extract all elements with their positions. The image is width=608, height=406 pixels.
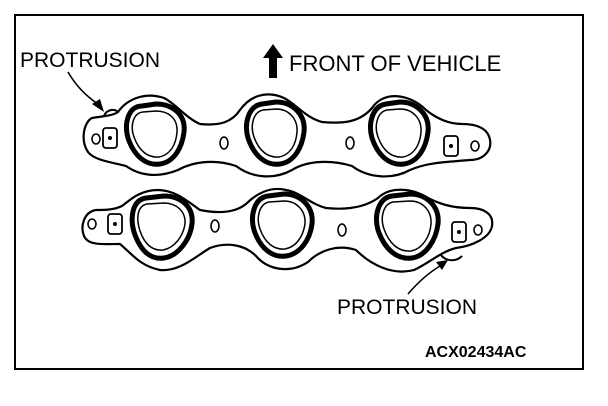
lower-bolt-hole-mid1 [210,219,220,233]
figure-frame [14,14,584,370]
protrusion-label-bottom: PROTRUSION [337,296,478,319]
lower-gasket [81,187,494,273]
front-of-vehicle-label: FRONT OF VEHICLE [289,51,502,76]
upper-bolt-hole-right [470,140,480,152]
upper-bolt-hole-mid2 [345,136,355,150]
protrusion-label-top: PROTRUSION [20,49,161,72]
upper-port-2 [244,99,307,167]
up-arrow-icon [263,44,283,78]
lower-port-1 [129,193,195,261]
leader-arrowhead-top [92,99,104,112]
lower-bolt-hole-left [87,218,97,230]
lower-port-2 [250,191,315,259]
leader-line-bottom [407,265,441,295]
leader-line-top [67,71,99,105]
upper-port-1 [124,101,187,167]
leader-arrowhead-bottom [436,260,448,270]
lower-bolt-hole-right [473,224,483,236]
upper-protrusion [103,108,119,117]
upper-gasket [82,93,492,178]
figure-code: ACX02434AC [425,344,527,361]
lower-protrusion [439,253,463,262]
upper-bolt-hole-left [91,133,101,145]
upper-bolt-hole-mid1 [219,136,229,150]
lower-port-3 [374,191,441,261]
upper-port-3 [368,99,431,167]
leader-lines [67,71,448,295]
lower-bolt-hole-mid2 [337,223,347,237]
